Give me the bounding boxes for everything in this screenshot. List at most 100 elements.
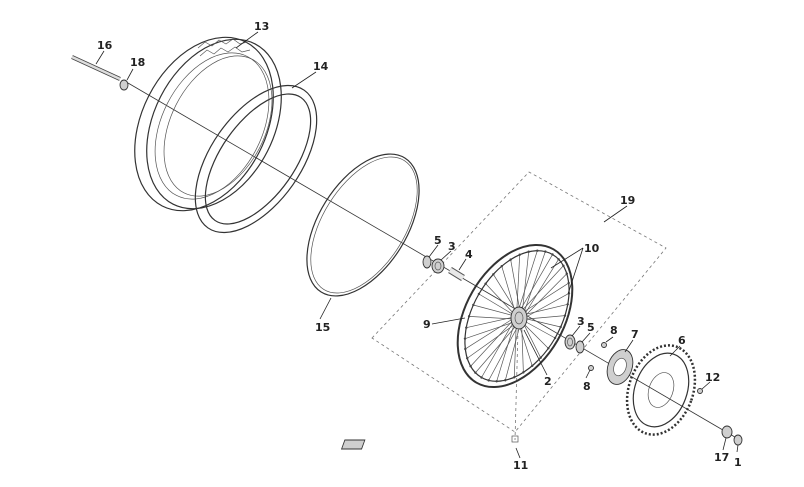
leader-17 <box>722 437 727 451</box>
part-3-bearing-left <box>431 258 445 274</box>
spoke <box>467 319 522 359</box>
part-12-bolt <box>697 388 703 394</box>
part-11-valve <box>340 435 519 450</box>
callout-5-right: 5 <box>587 321 595 334</box>
leader-2 <box>523 329 548 376</box>
spoke-nipple <box>474 371 477 374</box>
leader-8b <box>585 369 591 379</box>
spoke-nipple <box>539 356 542 359</box>
part-5-seal-right <box>575 340 585 354</box>
part-7-carrier <box>606 349 634 385</box>
spoke-nipple <box>465 326 468 329</box>
spoke-nipple <box>567 281 570 285</box>
part-1-nut <box>733 434 743 446</box>
spoke <box>470 316 517 367</box>
spoke-nipple <box>492 273 495 276</box>
leader-13 <box>235 31 259 49</box>
spoke-nipple <box>553 336 557 340</box>
callout-1: 1 <box>734 456 742 469</box>
spoke-nipple <box>509 258 512 261</box>
spoke-nipple <box>464 347 467 351</box>
spoke <box>475 319 522 373</box>
callout-6: 6 <box>678 334 686 347</box>
spoke <box>521 273 568 320</box>
part-5-seal-left <box>422 255 432 269</box>
spoke-nipple <box>463 337 467 340</box>
callout-18: 18 <box>130 56 145 69</box>
callout-8-top: 8 <box>610 324 618 337</box>
spoke-nipple <box>484 282 487 285</box>
part-16-axle <box>71 55 121 81</box>
spoke-nipple <box>500 265 503 268</box>
leader-10b <box>567 247 584 295</box>
assembly-boundary-19 <box>371 171 667 433</box>
callout-7: 7 <box>631 328 639 341</box>
spoke <box>504 319 522 381</box>
spoke <box>496 316 517 382</box>
leader-7 <box>624 339 634 353</box>
spoke <box>521 315 565 320</box>
spoke-nipple <box>504 379 507 382</box>
spoke <box>466 316 517 329</box>
spoke <box>485 283 517 317</box>
leader-16 <box>95 50 105 65</box>
spoke <box>516 254 521 317</box>
spoke-nipple <box>559 325 562 329</box>
callout-16: 16 <box>97 39 113 52</box>
spoke-nipple <box>565 272 568 275</box>
callout-19: 19 <box>620 194 635 207</box>
callout-8-bottom: 8 <box>583 380 591 393</box>
leader-8a <box>605 336 614 343</box>
leader-15 <box>319 297 332 320</box>
spoke-nipple <box>495 380 498 383</box>
leader-11 <box>515 447 521 459</box>
spoke <box>516 265 564 317</box>
leader-12 <box>701 381 711 390</box>
callout-17: 17 <box>714 451 729 464</box>
part-18-nut <box>119 79 129 91</box>
leader-14 <box>291 71 317 89</box>
callout-2: 2 <box>544 375 552 388</box>
leader-3b <box>571 325 581 337</box>
callout-10: 10 <box>584 242 600 255</box>
spoke-nipple <box>480 376 483 379</box>
callout-3-right: 3 <box>577 315 585 328</box>
leader-18 <box>126 68 134 81</box>
leader-5b <box>581 332 591 343</box>
leader-19 <box>603 205 628 223</box>
spoke-nipple <box>487 379 490 382</box>
spoke-nipple <box>477 292 481 296</box>
spoke-nipple <box>466 357 469 360</box>
leader-10a <box>550 247 584 269</box>
part-2-hub <box>510 306 528 330</box>
spoke <box>481 316 517 378</box>
spoke-nipple <box>536 249 539 252</box>
leader-5a <box>428 244 439 258</box>
spoke-nipple <box>544 250 547 253</box>
spoke-nipple <box>531 364 534 367</box>
spoke <box>521 251 546 320</box>
spoke-nipple <box>469 365 472 368</box>
spoke <box>521 293 570 320</box>
leader-4 <box>458 258 467 271</box>
leader-3a <box>440 250 452 261</box>
spoke-nipple <box>527 250 530 253</box>
callout-14: 14 <box>313 60 329 73</box>
spoke-nipple <box>557 258 560 261</box>
spoke-nipple <box>547 347 550 350</box>
callout-9: 9 <box>423 318 431 331</box>
spoke-nipple <box>566 303 569 306</box>
spoke <box>516 250 538 317</box>
part-3-bearing-right <box>564 334 576 350</box>
spoke <box>521 319 556 339</box>
part-8-bolt-top <box>601 342 607 348</box>
spoke-nipple <box>518 253 521 256</box>
part-13-tire <box>134 36 282 212</box>
spoke <box>501 266 517 317</box>
leader-6 <box>669 345 681 357</box>
spoke-nipple <box>472 303 475 307</box>
spoke-nipple <box>467 315 471 318</box>
spoke <box>473 304 517 317</box>
spoke-nipple <box>551 253 554 256</box>
